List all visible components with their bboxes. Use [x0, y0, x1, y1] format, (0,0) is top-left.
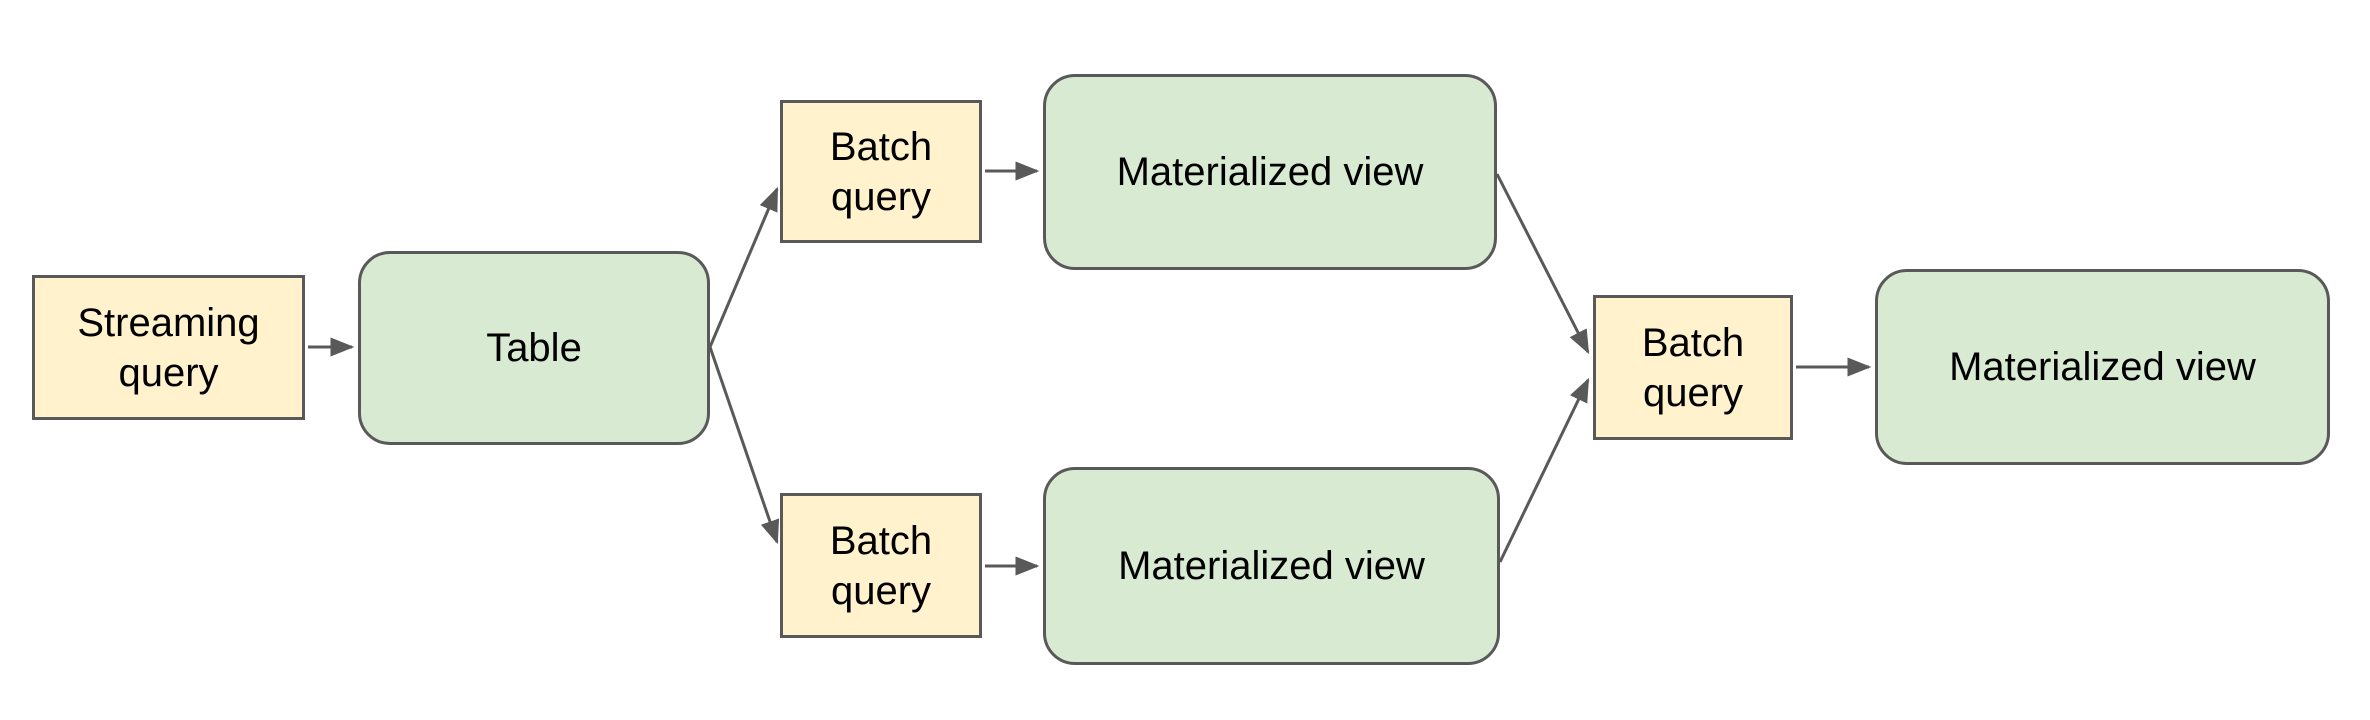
edge-table-to-batch-query-bottom — [708, 346, 780, 545]
node-materialized-view-bottom: Materialized view — [1043, 467, 1500, 665]
edge-table-to-batch-query-top — [708, 186, 779, 348]
node-materialized-view-final: Materialized view — [1875, 269, 2330, 465]
node-batch-query-merge-label: Batch query — [1641, 320, 1745, 415]
node-batch-query-top-label: Batch query — [829, 124, 933, 219]
node-batch-query-merge: Batch query — [1593, 295, 1793, 440]
node-materialized-view-bottom-label: Materialized view — [1118, 544, 1425, 588]
node-batch-query-top: Batch query — [780, 100, 982, 243]
node-materialized-view-top-label: Materialized view — [1116, 150, 1424, 194]
node-batch-query-bottom-label: Batch query — [829, 518, 933, 613]
node-table-label: Table — [486, 326, 582, 370]
node-materialized-view-top: Materialized view — [1043, 74, 1497, 270]
node-batch-query-bottom: Batch query — [780, 493, 982, 638]
node-table: Table — [358, 251, 710, 445]
node-streaming-query: Streaming query — [32, 275, 305, 420]
node-streaming-query-label: Streaming query — [77, 300, 260, 395]
node-materialized-view-final-label: Materialized view — [1949, 345, 2256, 389]
edge-materialized-view-top-to-batch-query-merge — [1495, 173, 1590, 355]
edge-materialized-view-bottom-to-batch-query-merge — [1498, 377, 1590, 563]
